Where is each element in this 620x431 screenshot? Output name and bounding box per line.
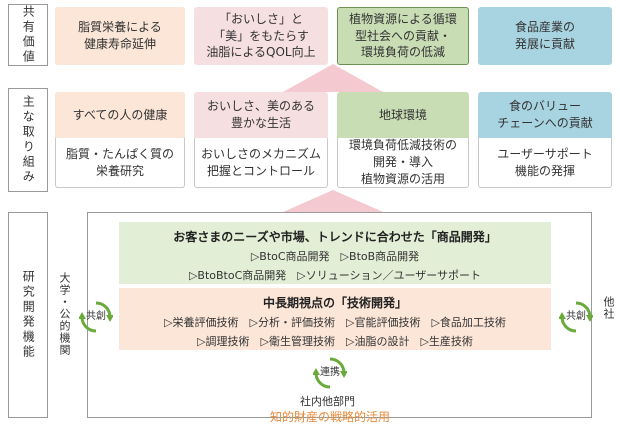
section-label-text: 研究開発機能 (21, 270, 36, 360)
section-label-text: 共有価値 (21, 5, 36, 65)
technology-development-band: 中長期視点の「技術開発」 ▷栄養評価技術 ▷分析・評価技術 ▷官能評価技術 ▷食… (119, 288, 551, 350)
shared-value-qol: 「おいしさ」と 「美」をもたらす 油脂によるQOL向上 (194, 7, 328, 65)
partner-label-right: 他社 (602, 296, 615, 320)
initiative-head-text: 食のバリュー チェーンへの貢献 (497, 99, 593, 130)
initiative-head-text: 地球環境 (378, 107, 427, 122)
cycle-arrows-left-icon (79, 301, 113, 333)
up-arrow-lower (283, 190, 383, 212)
product-development-line: ▷BtoC商品開発 ▷BtoB商品開発 (250, 250, 420, 263)
cycle-label-bottom: 連携 (320, 367, 340, 378)
technology-development-line: ▷栄養評価技術 ▷分析・評価技術 ▷官能評価技術 ▷食品加工技術 (164, 316, 506, 329)
partner-label-bottom: 社内他部門 (300, 395, 355, 408)
initiative-head-health: すべての人の健康 (55, 92, 185, 138)
technology-development-line: ▷調理技術 ▷衛生管理技術 ▷油脂の設計 ▷生産技術 (197, 335, 473, 348)
initiative-head-value-chain: 食のバリュー チェーンへの貢献 (478, 92, 612, 138)
initiative-head-taste: おいしさ、美のある 豊かな生活 (194, 92, 328, 138)
shared-value-health: 脂質栄養による 健康寿命延伸 (55, 7, 185, 65)
up-arrow-upper (283, 64, 383, 92)
shared-value-text: 脂質栄養による 健康寿命延伸 (78, 20, 162, 51)
initiative-head-text: おいしさ、美のある 豊かな生活 (206, 99, 315, 130)
cycle-label-left: 共創 (86, 311, 106, 322)
initiative-body-text: 環境負荷低減技術の 開発・導入 植物資源の活用 (348, 138, 457, 186)
cycle-label-right: 共創 (566, 311, 586, 322)
cycle-arrows-right-icon (559, 301, 593, 333)
section-label-shared-value: 共有価値 (8, 4, 48, 66)
shared-value-text: 食品産業の 発展に貢献 (514, 20, 575, 51)
ip-strategy-label: 知的財産の戦略的活用 (270, 410, 391, 424)
product-development-title: お客さまのニーズや市場、トレンドに合わせた「商品開発」 (173, 230, 497, 244)
initiative-body-taste: おいしさのメカニズム 把握とコントロール (194, 138, 328, 188)
cycle-arrows-bottom-icon (313, 357, 347, 389)
product-development-band: お客さまのニーズや市場、トレンドに合わせた「商品開発」 ▷BtoC商品開発 ▷B… (119, 222, 551, 284)
section-label-text: 主な取り組み (21, 95, 36, 185)
section-label-initiatives: 主な取り組み (8, 88, 48, 192)
shared-value-food-industry: 食品産業の 発展に貢献 (478, 7, 612, 65)
initiative-body-text: ユーザーサポート 機能の発揮 (497, 146, 593, 178)
initiative-body-text: 脂質・たんぱく質の 栄養研究 (65, 146, 174, 178)
initiative-body-health: 脂質・たんぱく質の 栄養研究 (55, 138, 185, 188)
shared-value-text: 「おいしさ」と 「美」をもたらす 油脂によるQOL向上 (206, 11, 316, 60)
initiative-body-earth: 環境負荷低減技術の 開発・導入 植物資源の活用 (337, 138, 469, 188)
shared-value-text: 植物資源による循環 型社会への貢献・ 環境負荷の低減 (349, 11, 457, 60)
initiative-body-text: おいしさのメカニズム 把握とコントロール (200, 146, 321, 178)
initiative-head-earth: 地球環境 (337, 92, 469, 138)
initiative-body-value-chain: ユーザーサポート 機能の発揮 (478, 138, 612, 188)
partner-label-left: 大学・公的機関 (58, 272, 71, 356)
product-development-line: ▷BtoBtoC商品開発 ▷ソリューション／ユーザーサポート (188, 269, 482, 282)
initiative-head-text: すべての人の健康 (72, 107, 168, 122)
shared-value-environment: 植物資源による循環 型社会への貢献・ 環境負荷の低減 (337, 7, 469, 65)
technology-development-title: 中長期視点の「技術開発」 (262, 296, 407, 310)
section-label-research: 研究開発機能 (8, 212, 48, 418)
